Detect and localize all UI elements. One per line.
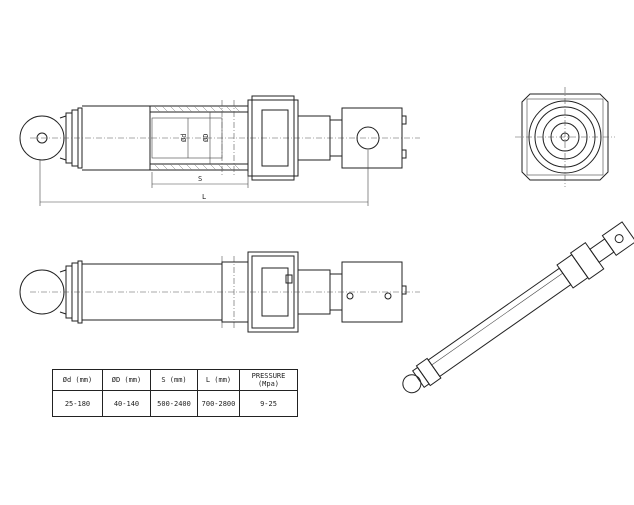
isometric-view — [402, 221, 634, 394]
end-view — [515, 87, 615, 187]
value-rod-diameter: 25-180 — [52, 390, 103, 417]
stroke-label: S — [198, 175, 202, 183]
side-view-outline — [19, 251, 420, 333]
header-pressure: PRESSURE (Mpa) — [239, 369, 298, 391]
length-label: L — [202, 193, 206, 201]
value-pressure: 9-25 — [239, 390, 298, 417]
header-rod-diameter: Ød (mm) — [52, 369, 103, 391]
header-stroke: S (mm) — [150, 369, 198, 391]
bore-diameter-label: ØD — [202, 134, 210, 142]
header-length: L (mm) — [197, 369, 240, 391]
specification-table: Ød (mm) ØD (mm) S (mm) L (mm) PRESSURE (… — [52, 369, 298, 417]
rod-diameter-label: Ød — [180, 134, 188, 142]
value-stroke: 500-2400 — [150, 390, 198, 417]
header-bore-diameter: ØD (mm) — [102, 369, 151, 391]
value-length: 700-2800 — [197, 390, 240, 417]
value-bore-diameter: 40-140 — [102, 390, 151, 417]
side-view-section: Ød ØD S L — [19, 95, 420, 206]
